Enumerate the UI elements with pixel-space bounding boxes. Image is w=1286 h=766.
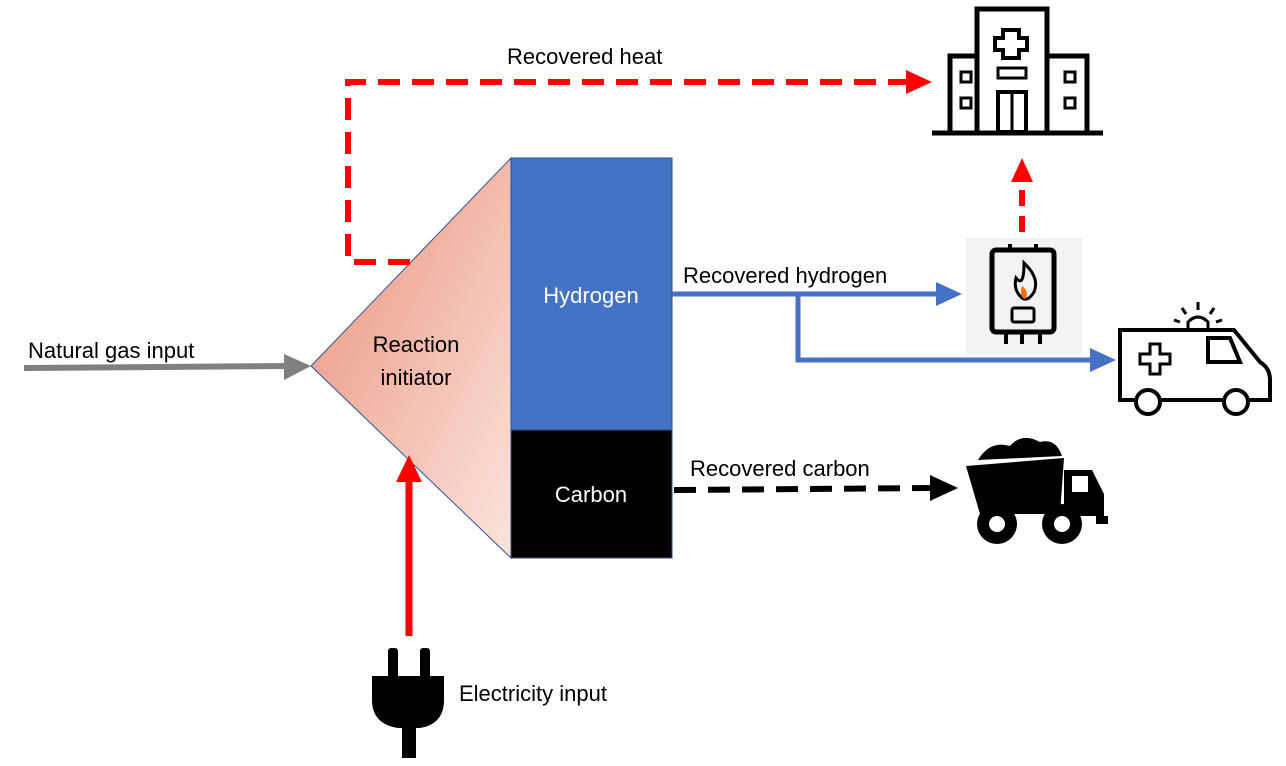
recovered-heat-arrow [345,70,932,265]
natural-gas-label: Natural gas input [28,338,194,363]
hydrogen-block [510,157,673,431]
dump-truck-icon [966,437,1108,544]
recovered-carbon-label: Recovered carbon [690,456,870,481]
recovered-heat-label: Recovered heat [507,44,662,69]
electricity-arrow [396,455,422,636]
recovered-hydrogen-arrow [672,282,1116,372]
carbon-label: Carbon [555,482,627,507]
carbon-block [510,429,673,559]
boiler-heat-arrow [1011,158,1033,232]
recovered-hydrogen-label: Recovered hydrogen [683,263,887,288]
hospital-icon [932,6,1103,136]
electricity-label: Electricity input [459,681,607,706]
ambulance-icon [1118,302,1272,416]
water-heater-icon [966,238,1082,354]
natural-gas-arrow [23,354,311,380]
hydrogen-label: Hydrogen [543,283,638,308]
recovered-carbon-arrow [673,475,958,501]
reaction-initiator-label-line1: Reaction [373,332,460,357]
reaction-initiator-label-line2: initiator [381,365,452,390]
electric-plug-icon [372,648,444,758]
